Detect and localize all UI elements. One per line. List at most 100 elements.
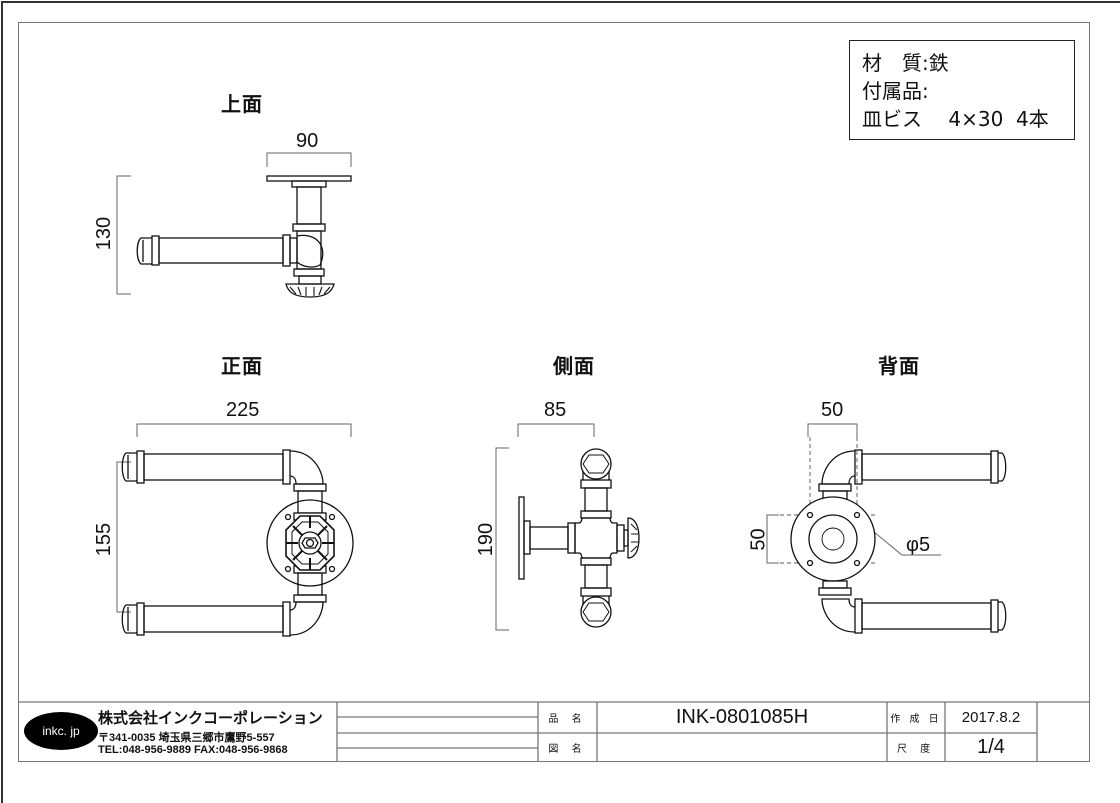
company-address: 〒341-0035 埼玉県三郷市鷹野5-557 [98,732,275,744]
side-lower-cap-hex [582,602,610,622]
front-valve-nut [301,537,319,549]
side-cross-ring-bottom [580,557,612,566]
front-upper-pipe [143,453,284,481]
front-lower-ring-right [282,601,291,637]
side-cross-fitting [574,517,618,559]
back-view [766,423,1007,634]
front-upper-stem [297,490,323,514]
back-lower-stem-ring [818,587,852,596]
view-label-side: 側面 [553,354,595,378]
accessories-label: 付属品 [862,79,922,103]
drawing-name-value [597,733,887,762]
back-flange-boss [808,514,858,564]
front-valve-center [305,538,315,548]
top-dimension-lines [116,152,352,295]
dim-top-width: 90 [296,130,319,152]
front-upper-stem-ring [293,483,327,492]
side-upper-stem [584,487,608,512]
top-view [116,152,352,298]
top-end-cap [136,237,152,265]
screw-label: 皿ビス [862,107,922,131]
side-arm-ring [567,522,576,554]
side-upper-elbow-lines [582,471,610,480]
front-lower-stem-ring [293,594,327,603]
spec-accessories: 付属品: [862,79,929,103]
front-upper-ring-left [136,450,145,484]
front-flange-hole [284,513,292,521]
top-valve-ring [293,268,325,277]
side-valve-handle [627,517,640,559]
side-dimension-lines [495,423,595,631]
material-value: 鉄 [928,51,949,75]
top-pipe-ring-left [151,235,160,266]
side-upper-ring [580,479,612,489]
front-view [116,423,354,637]
side-plate-boss [523,520,531,555]
front-upper-ring-right [282,449,291,485]
top-valve-handle-ribs [289,286,331,296]
back-screw-hole [853,511,861,519]
back-flange-bore [821,527,845,551]
top-elbow [296,234,324,268]
company-contact: TEL:048-956-9889 FAX:048-956-9868 [98,744,288,756]
title-block-grid [18,701,1090,762]
front-dimension-lines [116,423,352,613]
front-lower-stem [297,572,323,596]
front-upper-end-cap [121,452,137,482]
side-arm-pipe [529,526,569,550]
side-lower-elbow-lines [582,596,610,605]
back-lower-elbow [821,598,856,633]
back-upper-pipe [861,453,992,481]
dim-front-width: 225 [226,399,260,421]
dim-back-hole: φ5 [906,534,931,556]
front-flange [266,499,354,587]
drawing-name-label: 図 名 [548,744,587,755]
drawing-frame [18,22,1090,762]
screw-size: 4×30 [948,107,1004,131]
top-valve-handle [285,283,335,298]
spec-material: 材 質:鉄 [862,51,949,75]
front-upper-elbow [289,450,324,485]
side-cross-ring-top [580,510,612,519]
top-pipe-ring-right [282,234,291,267]
back-screw-hole [806,511,814,519]
back-lower-ring-left [854,598,863,634]
side-lower-pipe-end [580,596,612,628]
company-name: 株式会社インクコーポレーション [98,709,323,727]
front-lower-end-cap [121,604,137,634]
scale-value: 1/4 [977,736,1005,758]
side-valve-handle-ribs [630,523,638,553]
back-lower-pipe [861,602,992,630]
side-valve-ring [616,524,625,552]
side-upper-pipe-end [580,448,612,480]
back-screw-hole [806,559,814,567]
material-label: 材 質 [862,51,922,75]
top-pipe-join [289,237,298,264]
dim-back-width: 50 [821,399,844,421]
back-lower-end-cap [998,601,1007,631]
front-valve-hub [298,531,322,555]
spec-screw: 皿ビス 4×30 4本 [862,105,1074,133]
front-lower-ring-left [136,602,145,636]
back-screw-hole [853,559,861,567]
side-lower-stem [584,564,608,589]
back-lower-ring-right [990,599,999,633]
dim-side-width: 85 [544,399,567,421]
side-upper-cap-hex [582,454,610,474]
view-label-top: 上面 [221,92,263,116]
top-stem-pipe [296,186,322,225]
front-valve-handle-inner [291,521,329,565]
product-name-label: 品 名 [548,714,587,725]
top-wall-plate [266,175,352,182]
top-pipe [158,237,284,264]
front-flange-hole [328,565,336,573]
side-view [495,423,640,631]
back-upper-ring-left [854,449,863,485]
back-upper-stem-ring [818,483,852,492]
front-flange-hole [328,513,336,521]
scale-label: 尺 度 [896,744,936,755]
front-lower-elbow [289,601,324,636]
view-label-front: 正面 [221,354,263,378]
back-upper-elbow [821,450,856,485]
